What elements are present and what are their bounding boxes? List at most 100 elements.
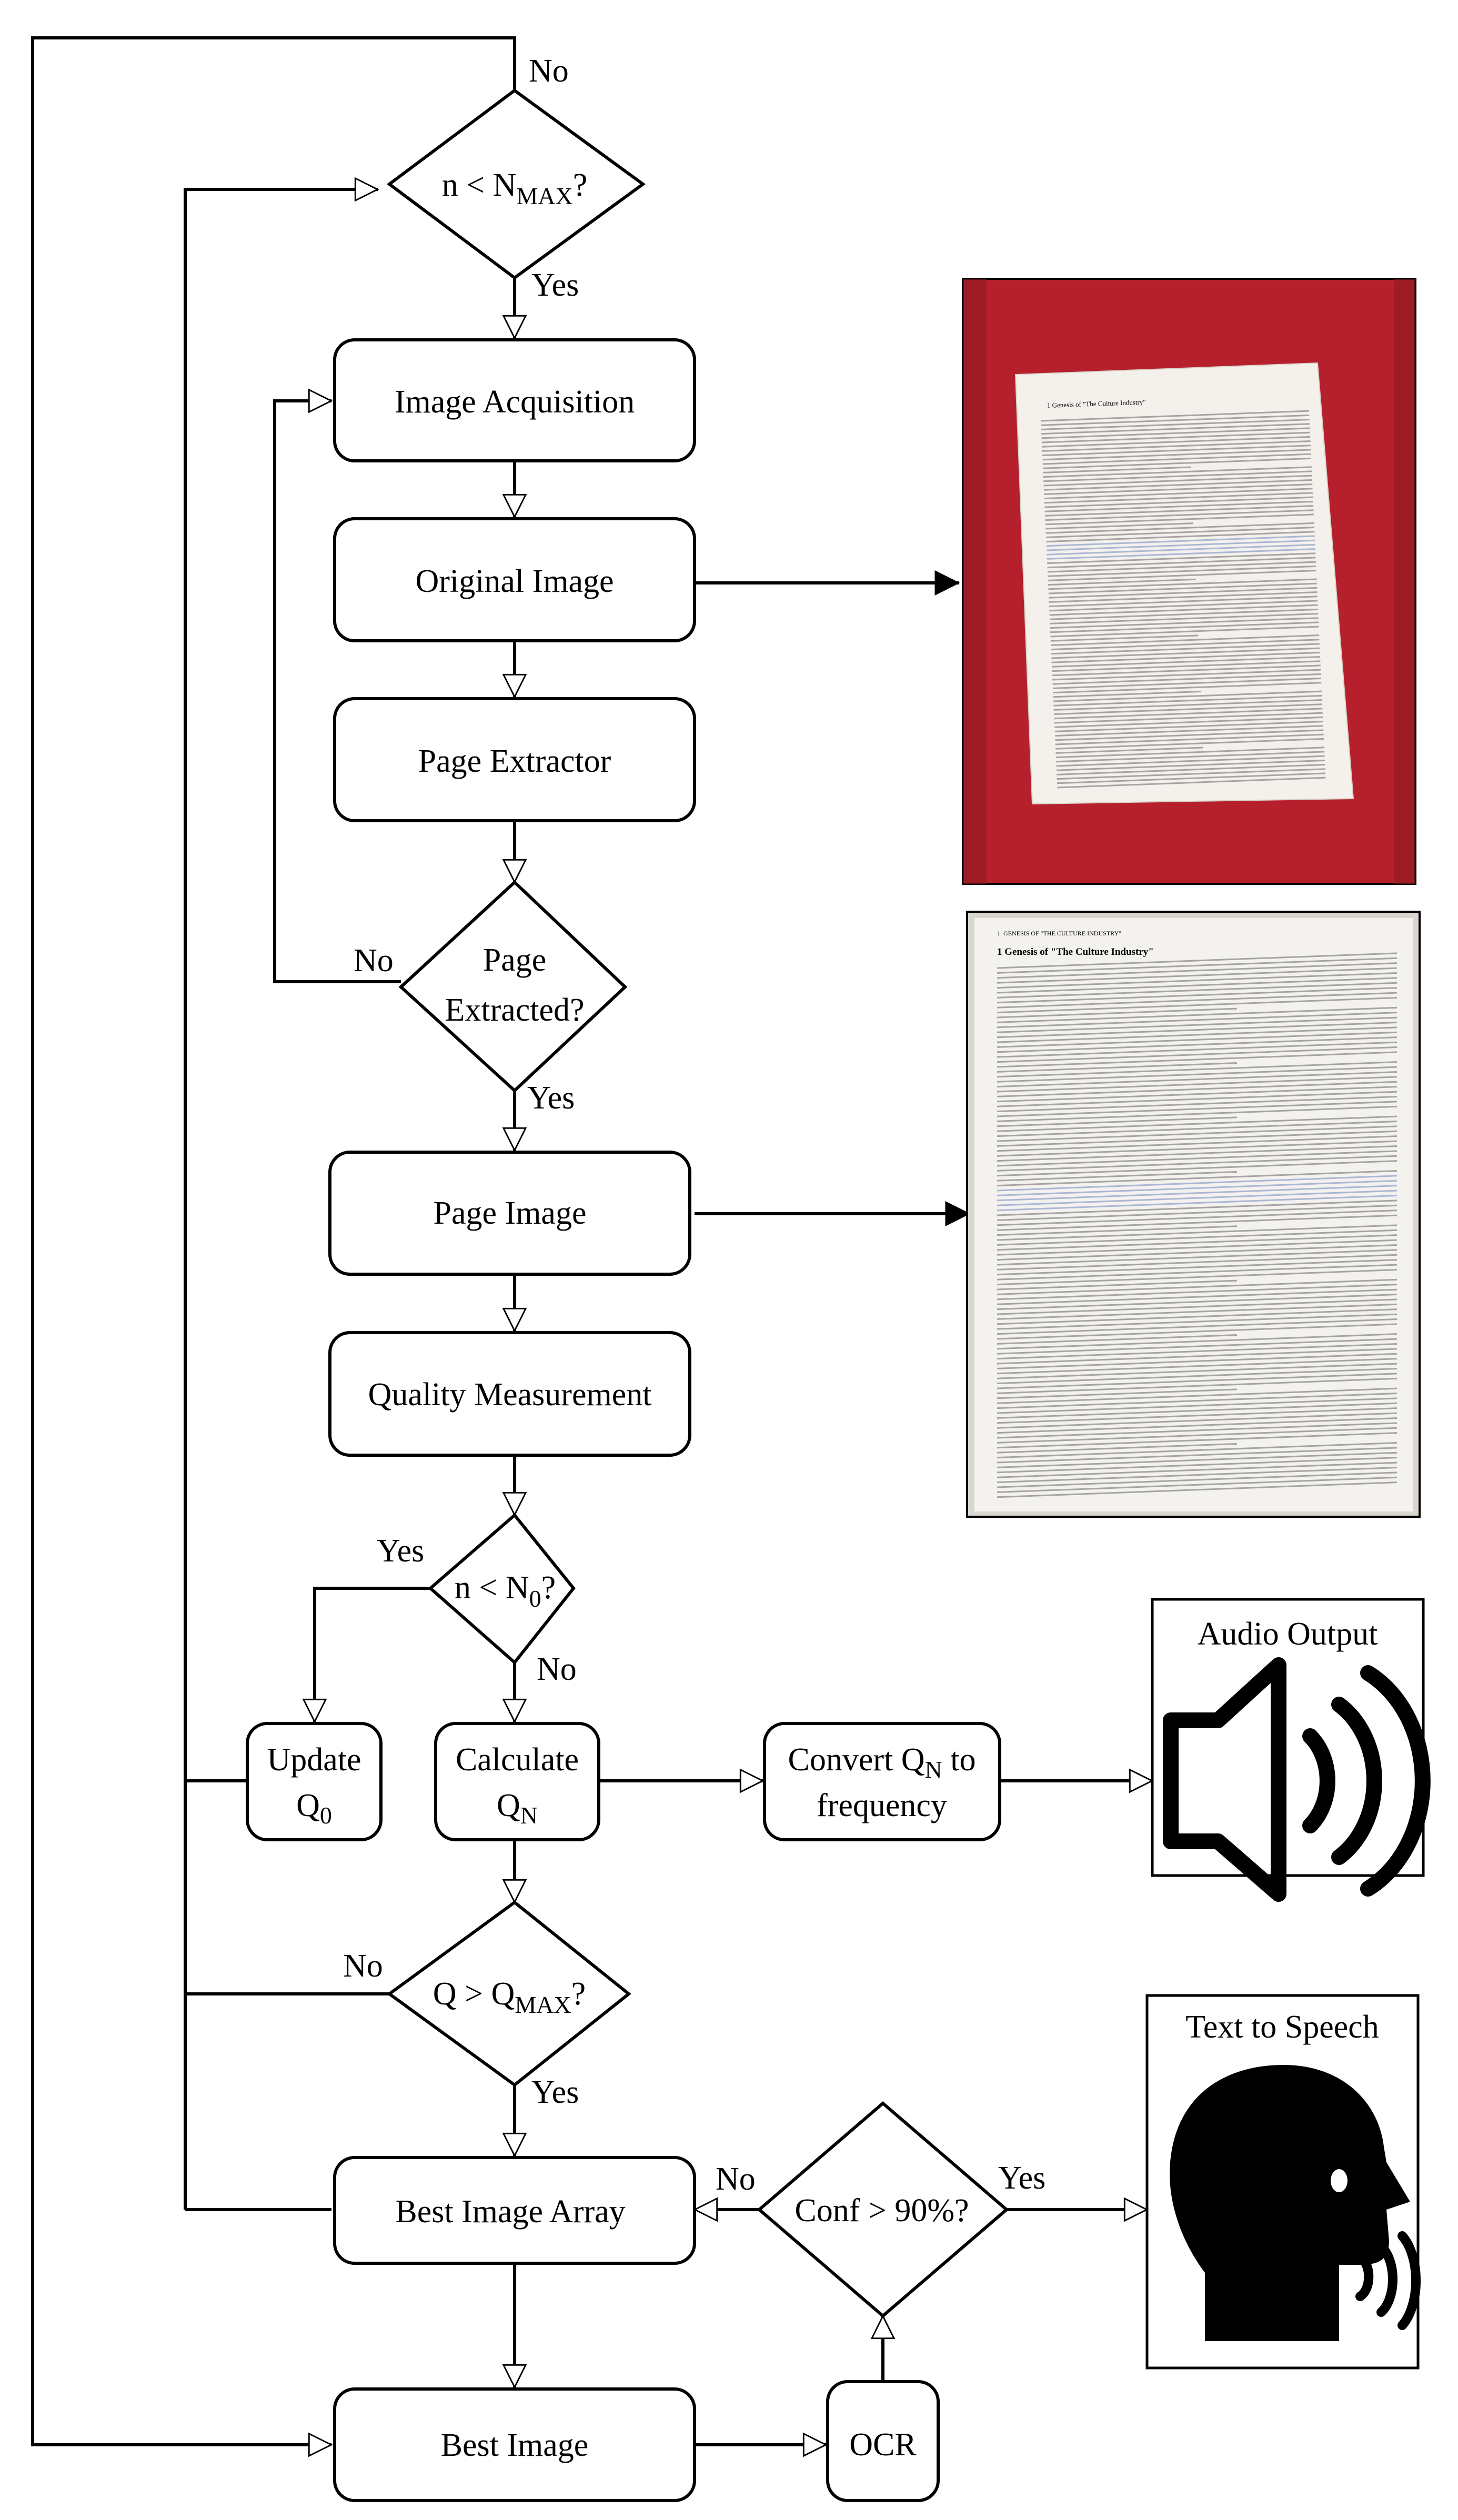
box-image-acquisition [333,338,696,462]
text-line [1047,561,1316,573]
text-line [1044,500,1313,512]
text-line [997,1140,1397,1157]
edge-label-no-n0: No [537,1651,577,1687]
text-line [997,1091,1397,1107]
text-line [997,1194,1397,1212]
decision-q-max-shape [386,1900,631,2087]
text-line [997,1130,1397,1147]
text-line [1052,664,1321,677]
text-line [997,992,1397,1009]
text-line [997,1427,1397,1444]
text-line [997,1367,1397,1385]
text-line [997,1095,1397,1113]
text-line [997,1062,1238,1073]
text-line [1045,522,1314,534]
text-line [1052,660,1321,672]
text-line [1051,639,1320,651]
text-line [997,1407,1397,1424]
text-line [997,1031,1397,1048]
text-line [997,1086,1397,1103]
edge-n0-yes-to-update [315,1587,430,1722]
audio-output-title: Audio Output [1198,1616,1378,1652]
page-photo: 1. GENESIS OF "THE CULTURE INDUSTRY" 1 G… [966,911,1421,1518]
text-line [1048,578,1317,590]
text-line [1043,466,1191,473]
text-line [1042,453,1311,465]
text-line [1049,600,1318,612]
decision-page-extracted-shape [398,880,628,1093]
text-line [1051,643,1320,655]
conf-check-label: Conf > 90%? [795,2193,969,2229]
text-line [997,1101,1397,1117]
text-line [997,1443,1238,1454]
text-line [997,1026,1397,1043]
text-line [997,1125,1397,1142]
text-line [1042,436,1311,448]
box-page-extractor [333,697,696,822]
original-photo-heading: 1 Genesis of "The Culture Industry" [1047,398,1146,409]
convert-qn-line1: Convert QN to [788,1742,976,1783]
text-line [997,1442,1397,1459]
text-line [1056,751,1325,763]
text-line [997,1298,1397,1315]
text-line [1052,678,1321,689]
text-line [1042,445,1311,457]
text-line [1053,699,1322,711]
text-line [1044,492,1313,504]
edge-label-no-qmax: No [343,1948,383,1984]
text-line [1050,634,1199,642]
decision-n-max-shape [386,88,646,280]
box-best-image [333,2387,696,2502]
page-extracted-line1: Page [483,942,547,978]
text-line [997,1076,1397,1093]
text-line [1046,535,1315,547]
edge-no-loop-outer [31,36,516,2445]
calculate-qn-line2: QN [497,1788,538,1829]
text-line [1043,466,1312,478]
text-line [997,1259,1397,1276]
ocr-label: OCR [849,2427,917,2463]
text-line [1051,656,1321,668]
text-line [1048,565,1316,577]
edge-label-no-page: No [354,943,394,979]
image-acquisition-label: Image Acquisition [395,384,635,420]
text-line [997,1417,1397,1434]
box-update-q0 [246,1722,383,1841]
text-line [1044,483,1313,495]
text-line [1052,673,1321,685]
text-line [997,1115,1397,1132]
text-line [997,1006,1397,1023]
speaking-head-icon [1170,2065,1421,2341]
page-photo-text [997,952,1397,1498]
box-quality-measurement [328,1331,691,1457]
text-line [1041,419,1310,430]
box-ocr [826,2380,940,2502]
text-to-speech-title: Text to Speech [1185,2009,1379,2045]
edge-label-yes-qmax: Yes [531,2074,579,2110]
text-line [1057,764,1325,775]
text-line [1055,747,1324,759]
text-line [997,1120,1397,1137]
edge-label-yes-nmax: Yes [531,267,579,303]
update-q0-line2: Q0 [296,1788,332,1829]
text-line [1041,431,1310,443]
original-photo: 1 Genesis of "The Culture Industry" [962,278,1416,885]
text-line [997,1224,1397,1241]
text-line [997,1348,1397,1365]
text-line [997,1402,1397,1419]
text-line [997,1175,1397,1192]
speaker-icon [1163,1657,1431,1902]
text-line [997,1066,1397,1083]
decision-n0-shape [428,1513,576,1665]
text-line [997,1392,1397,1409]
text-line [997,1343,1397,1360]
text-line [997,1323,1397,1340]
text-line [1049,604,1318,616]
text-line [997,1012,1397,1029]
text-line [997,1190,1397,1206]
text-line [997,1466,1397,1484]
text-line [997,1471,1397,1488]
text-line [1047,543,1315,556]
text-line [997,1225,1238,1236]
